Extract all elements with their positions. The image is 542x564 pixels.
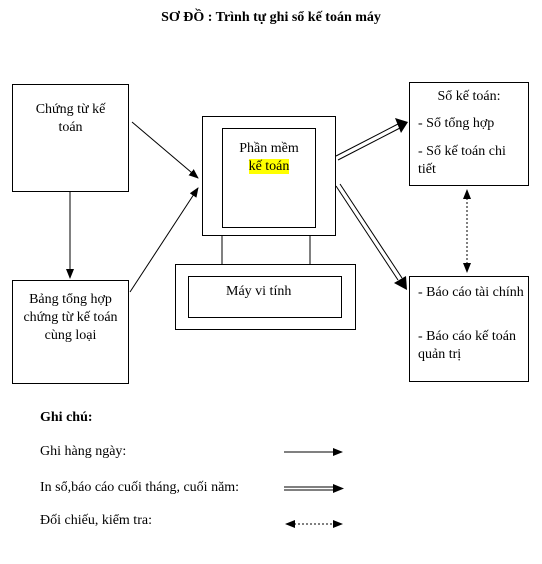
legend-periodic-label: In sổ,báo cáo cuối tháng, cuối năm:: [40, 480, 240, 495]
so-ke-toan-box: [409, 82, 529, 186]
phan-mem-box: [222, 128, 316, 228]
legend-daily-label: Ghi hàng ngày:: [40, 444, 127, 459]
diagram-title: SƠ ĐỒ : Trình tự ghi sổ kế toán máy: [161, 10, 381, 25]
ke-toan-highlight: kế toán: [248, 159, 290, 174]
arrow-chungtu-to-phanmem: [131, 121, 199, 179]
so-ke-toan-heading: Sổ kế toán:: [437, 89, 501, 104]
so-chi-tiet-item: - Sổ kế toán chi tiết: [418, 144, 506, 177]
bao-cao-quan-tri-item: - Báo cáo kế toán quản trị: [418, 329, 516, 362]
bang-tong-hop-box: [12, 280, 129, 384]
phan-mem-label: Phần mềm kế toán: [224, 140, 314, 176]
may-vi-tinh-box: [188, 276, 342, 318]
phan-mem-text: Phần mềm: [239, 141, 299, 156]
chung-tu-box: [12, 84, 129, 192]
may-vi-tinh-label: Máy vi tính: [226, 284, 292, 299]
legend-check-label: Đối chiếu, kiểm tra:: [40, 513, 152, 528]
arrow-phanmem-to-soketoan: [335, 118, 408, 161]
arrow-phanmem-to-baocao: [335, 183, 407, 290]
legend-periodic-arrow: [284, 484, 344, 493]
legend-heading: Ghi chú:: [40, 410, 93, 425]
bao-cao-box: [409, 276, 529, 382]
arrow-bangtonghop-to-phanmem: [129, 187, 199, 293]
bang-tong-hop-label: Bảng tổng hợp chứng từ kế toán cùng loại: [23, 292, 118, 343]
so-tong-hop-item: - Sổ tổng hợp: [418, 116, 495, 131]
bao-cao-tai-chinh-item: - Báo cáo tài chính: [418, 285, 524, 300]
chung-tu-label: Chứng từ kế toán: [35, 102, 106, 135]
